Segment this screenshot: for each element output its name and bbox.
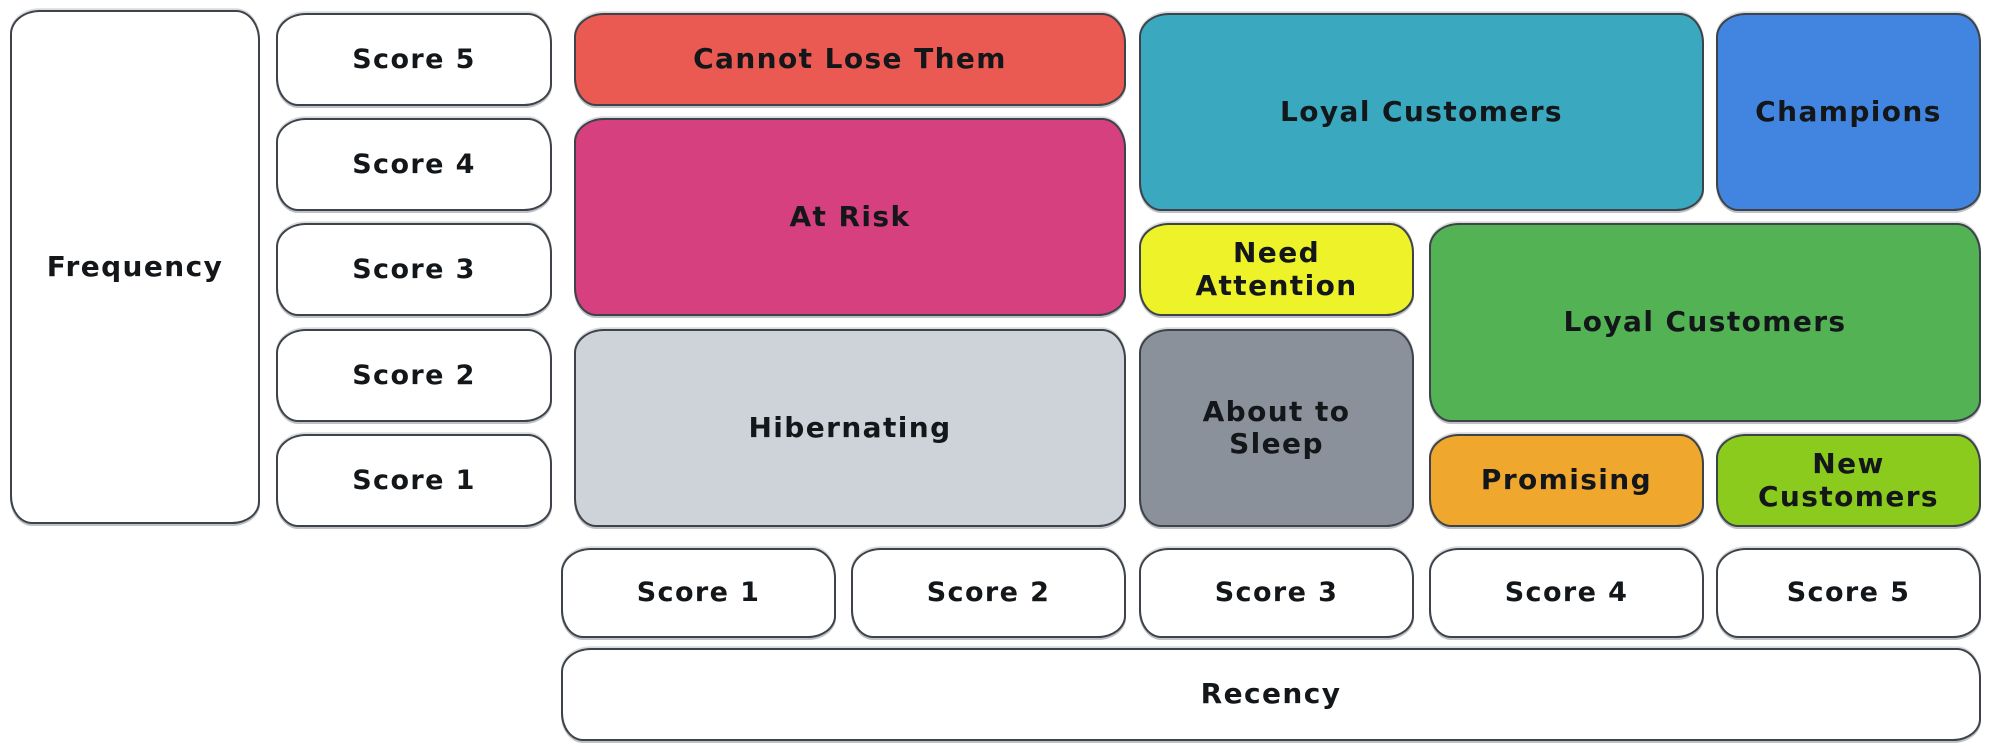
frequency-score-4-box: Score 4 [276, 118, 552, 211]
frequency-score-2-box: Score 2 [276, 329, 552, 422]
segment-about-to-sleep: About to Sleep [1139, 329, 1414, 527]
segment-loyal-customers-right: Loyal Customers [1429, 223, 1981, 422]
segment-loyal-customers-top: Loyal Customers [1139, 13, 1704, 211]
recency-score-5-box: Score 5 [1716, 548, 1981, 638]
segment-at-risk: At Risk [574, 118, 1126, 316]
recency-score-3-box: Score 3 [1139, 548, 1414, 638]
recency-axis-label-box: Recency [561, 648, 1981, 741]
frequency-axis-label-box: Frequency [10, 10, 260, 524]
segment-hibernating: Hibernating [574, 329, 1126, 527]
recency-score-4-box: Score 4 [1429, 548, 1704, 638]
segment-promising: Promising [1429, 434, 1704, 527]
recency-score-1-box: Score 1 [561, 548, 836, 638]
segment-need-attention: Need Attention [1139, 223, 1414, 316]
segment-new-customers: New Customers [1716, 434, 1981, 527]
segment-cannot-lose-them: Cannot Lose Them [574, 13, 1126, 106]
frequency-score-3-box: Score 3 [276, 223, 552, 316]
frequency-score-1-box: Score 1 [276, 434, 552, 527]
frequency-score-5-box: Score 5 [276, 13, 552, 106]
segment-champions: Champions [1716, 13, 1981, 211]
recency-score-2-box: Score 2 [851, 548, 1126, 638]
